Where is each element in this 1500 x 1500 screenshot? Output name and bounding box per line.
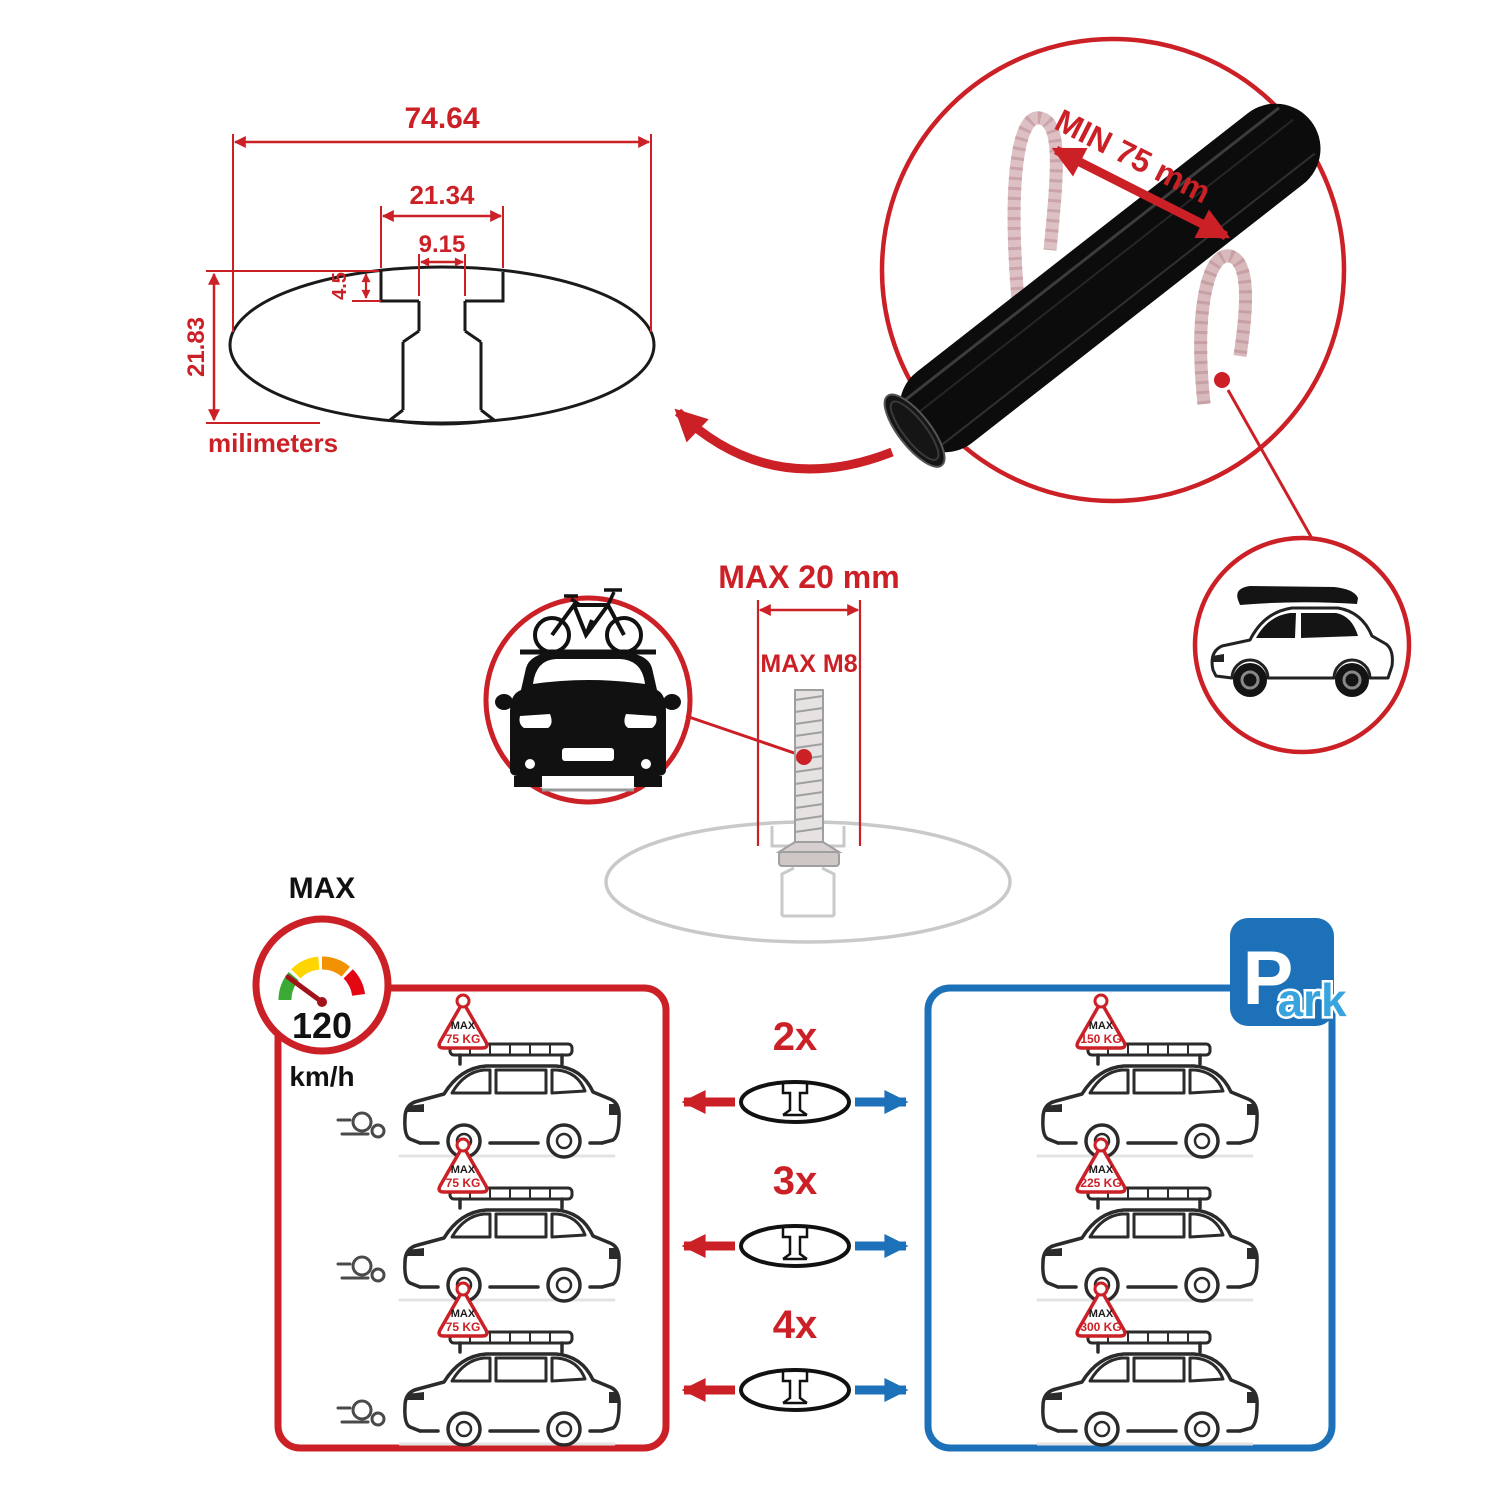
load-flag-label: MAX <box>451 1020 476 1032</box>
park-sign-suffix: ark <box>1277 974 1346 1026</box>
load-flag-label: MAX <box>1089 1164 1114 1176</box>
bike-icon <box>533 588 643 654</box>
driving-car-row-3: MAX 75 KG <box>336 1281 621 1447</box>
dim-slot-depth: 4.5 <box>329 272 351 300</box>
faded-profile-channel <box>770 826 846 918</box>
inset-connector-line <box>1226 389 1316 543</box>
load-flag-label: MAX <box>1089 1020 1114 1032</box>
suv-roofbox-art <box>1210 586 1394 697</box>
clamp-hook-front <box>1194 249 1253 405</box>
load-flag-value: 75 KG <box>446 1032 481 1046</box>
crossbar-endcap <box>883 393 946 468</box>
park-sign-board <box>1230 918 1334 1026</box>
crossbar-section-icon-1 <box>739 1080 851 1124</box>
gauge-circle <box>252 915 392 1055</box>
speed-value: 120 <box>292 1005 352 1046</box>
parked-panel: MAX 150 KG MAX 225 KG MAX 300 KG P a <box>924 918 1349 1452</box>
speed-units: km/h <box>289 1061 354 1092</box>
park-sign-letter: P <box>1243 936 1294 1021</box>
parked-car-row-3: MAX 300 KG <box>1036 1281 1259 1447</box>
parked-car-row-2: MAX 225 KG <box>1036 1137 1259 1303</box>
car-front-icon <box>495 649 681 792</box>
crossbar-section-icon-3 <box>739 1368 851 1412</box>
speed-max-heading: MAX <box>289 872 356 905</box>
profile-outline <box>228 265 656 425</box>
park-sign: P ark <box>1230 918 1349 1029</box>
load-flag-value: 225 KG <box>1080 1176 1121 1190</box>
suv-roofbox-inset <box>1192 535 1412 755</box>
dim-profile-height-lines <box>206 270 378 424</box>
load-flag-driving-2: MAX 75 KG <box>437 1137 489 1194</box>
dim-channel-width: 21.34 <box>409 180 475 210</box>
crossbar-inset: MIN 75 mm <box>879 36 1347 504</box>
load-flag-driving-3: MAX 75 KG <box>437 1281 489 1338</box>
t-bolt <box>775 689 843 867</box>
dim-slot-width: 9.15 <box>419 231 466 258</box>
load-flag-parked-2: MAX 225 KG <box>1075 1137 1127 1194</box>
bolt-max-width-label: MAX 20 mm <box>718 559 899 595</box>
bar-count-3: 4x <box>773 1303 818 1347</box>
dimension-diagram: 74.64 21.34 9.15 4.5 21.83 milimeters <box>183 102 656 458</box>
dim-width-total: 74.64 <box>404 102 479 135</box>
bolt-point-dot <box>796 749 812 765</box>
gauge-needle <box>285 974 325 1005</box>
load-flag-label: MAX <box>451 1308 476 1320</box>
dim-slot-width-lines <box>418 254 466 296</box>
bar-count-2: 3x <box>773 1159 818 1203</box>
profile-channel <box>379 271 505 426</box>
driving-car-row-2: MAX 75 KG <box>336 1137 621 1303</box>
dim-channel-width-lines <box>380 206 504 268</box>
dim-profile-height: 21.83 <box>183 317 210 377</box>
dim-width-total-lines <box>232 134 652 332</box>
load-flag-value: 75 KG <box>446 1176 481 1190</box>
bar-count-rows: 2x 3x 4x <box>681 1015 909 1412</box>
bolt-diagram: MAX 20 mm MAX M8 <box>604 559 1012 944</box>
driving-panel: MAX 75 KG MAX 75 KG MAX 75 KG <box>274 984 670 1452</box>
speed-limit-gauge: MAX 120 km/h <box>252 872 392 1092</box>
bolt-connector-line <box>685 714 801 757</box>
roof-box-icon <box>1237 586 1358 605</box>
clamp-point-dot <box>1214 372 1230 388</box>
load-flag-value: 300 KG <box>1080 1320 1121 1334</box>
crossbar-section-icon-2 <box>739 1224 851 1268</box>
load-flag-value: 150 KG <box>1080 1032 1121 1046</box>
units-label: milimeters <box>208 428 338 458</box>
parked-car-row-1: MAX 150 KG <box>1036 993 1259 1159</box>
bar-count-1: 2x <box>773 1015 818 1059</box>
bolt-max-thread-label: MAX M8 <box>760 650 857 678</box>
load-flag-value: 75 KG <box>446 1320 481 1334</box>
dim-slot-depth-lines <box>352 270 381 302</box>
load-flag-label: MAX <box>451 1164 476 1176</box>
load-flag-parked-3: MAX 300 KG <box>1075 1281 1127 1338</box>
load-flag-label: MAX <box>1089 1308 1114 1320</box>
gauge-pivot <box>317 997 327 1007</box>
gauge-arc <box>278 956 366 1001</box>
driving-car-row-1: MAX 75 KG <box>336 993 621 1159</box>
min-span-arrow <box>1051 145 1231 241</box>
load-flag-parked-1: MAX 150 KG <box>1075 993 1127 1050</box>
zoom-arrow <box>674 408 894 474</box>
load-flag-driving-1: MAX 75 KG <box>437 993 489 1050</box>
car-front-inset <box>483 588 693 805</box>
bolt-dim-lines <box>756 600 862 846</box>
